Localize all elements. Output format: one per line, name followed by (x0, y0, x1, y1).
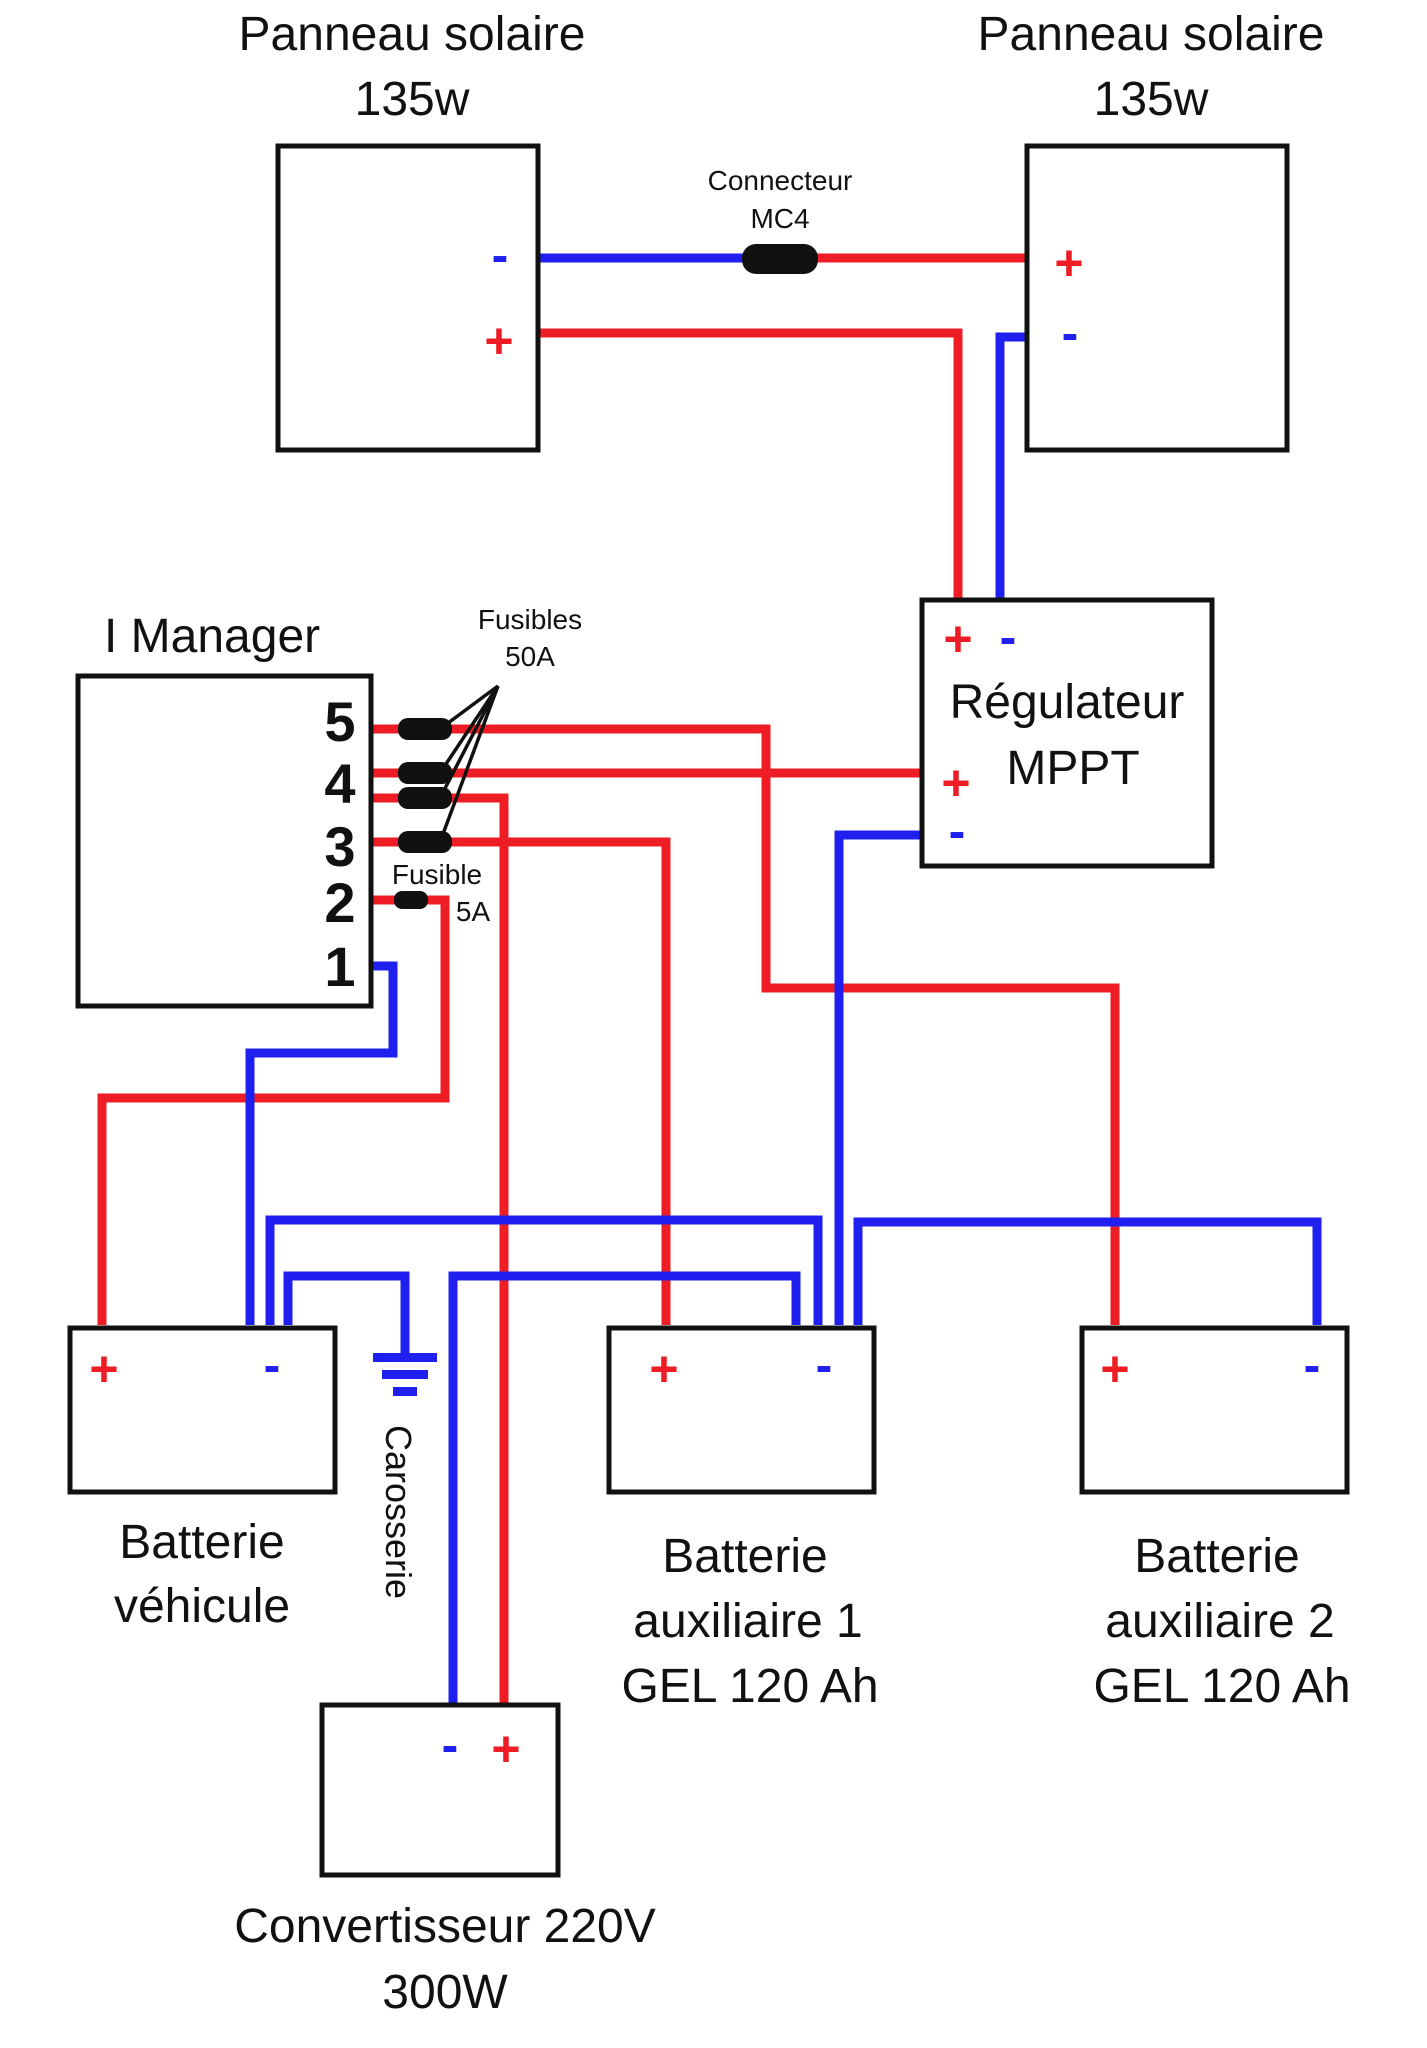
fuse-50a-icon (398, 718, 452, 740)
wire-aux1-negative-to-aux2-negative (853, 1217, 1322, 1325)
i-manager-terminal-1: 1 (324, 935, 355, 998)
regulator-title-line2: MPPT (1006, 742, 1139, 795)
mc4-connector-label-line2: MC4 (750, 203, 809, 234)
battery-vehicle-positive-terminal: + (89, 1341, 118, 1397)
fuse-50a-icon (398, 762, 452, 784)
regulator-output-negative-terminal: - (949, 803, 966, 859)
converter-220v: - + Convertisseur 220V 300W (234, 1702, 656, 2019)
i-manager: I Manager 5 4 3 2 1 (75, 610, 374, 1009)
wire-panel-left-positive-to-regulator (538, 328, 963, 600)
solar-panel-right-power: 135w (1094, 73, 1209, 126)
ground-symbol-icon (373, 1353, 437, 1396)
converter-positive-terminal: + (491, 1721, 520, 1777)
fuse-50a-icon (398, 787, 452, 809)
solar-panel-left-positive-terminal: + (484, 313, 513, 369)
fuses-50a-label-line1: Fusibles (478, 604, 582, 635)
regulator-title-line1: Régulateur (950, 676, 1185, 729)
wire-imanager-1-to-vehicle-battery-negative (245, 961, 398, 1325)
converter-negative-terminal: - (442, 1717, 459, 1773)
battery-aux-1-positive-terminal: + (649, 1341, 678, 1397)
battery-aux-1-label-line3: GEL 120 Ah (621, 1660, 878, 1713)
fuses-50a-label-line2: 50A (505, 641, 555, 672)
fuse-leader-lines (438, 684, 500, 843)
battery-aux-2: + - Batterie auxiliaire 2 GEL 120 Ah (1079, 1325, 1351, 1713)
wire-vehicle-negative-to-ground (283, 1271, 410, 1353)
solar-panel-right-title: Panneau solaire (978, 8, 1325, 61)
battery-vehicle-label-line2: véhicule (114, 1580, 290, 1633)
battery-aux-2-label-line1: Batterie (1134, 1530, 1299, 1583)
battery-vehicle-negative-terminal: - (264, 1337, 281, 1393)
regulator-input-positive-terminal: + (943, 611, 972, 667)
wire-panel-right-negative-to-regulator (995, 332, 1025, 600)
fuse-50a-icon (398, 831, 452, 853)
mppt-regulator: + - Régulateur MPPT + - (919, 597, 1215, 869)
battery-vehicle-label-line1: Batterie (119, 1516, 284, 1569)
i-manager-terminal-4: 4 (324, 752, 355, 815)
battery-aux-1-label-line2: auxiliaire 1 (633, 1595, 862, 1648)
solar-panel-left-title: Panneau solaire (239, 8, 586, 61)
wire-aux1-negative-to-converter-negative (448, 1271, 801, 1705)
regulator-input-negative-terminal: - (1000, 609, 1017, 665)
ground-label: Carosserie (378, 1425, 419, 1599)
i-manager-terminal-2: 2 (324, 871, 355, 934)
solar-panel-right: Panneau solaire 135w + - (978, 8, 1325, 453)
fuse-5a-label-line1: Fusible (392, 859, 482, 890)
wire-imanager-5-to-aux2-positive (373, 724, 1120, 1325)
mc4-connector-icon (742, 244, 818, 274)
i-manager-title: I Manager (104, 610, 320, 663)
battery-aux-2-label-line3: GEL 120 Ah (1093, 1660, 1350, 1713)
solar-panel-left-negative-terminal: - (492, 227, 509, 283)
battery-vehicle: + - Batterie véhicule (67, 1325, 338, 1633)
converter-label-line2: 300W (382, 1966, 508, 2019)
converter-label-line1: Convertisseur 220V (234, 1900, 656, 1953)
fuse-5a-label-line2: 5A (456, 896, 491, 927)
battery-aux-1: + - Batterie auxiliaire 1 GEL 120 Ah (606, 1325, 879, 1713)
wire-imanager-3-to-aux1-positive (373, 837, 671, 1325)
battery-aux-2-label-line2: auxiliaire 2 (1105, 1595, 1334, 1648)
wire-vehicle-negative-to-aux1-negative (265, 1215, 823, 1325)
wire-regulator-negative-to-aux1 (834, 830, 922, 1325)
solar-panel-right-negative-terminal: - (1062, 305, 1079, 361)
solar-panel-right-positive-terminal: + (1054, 235, 1083, 291)
battery-aux-2-positive-terminal: + (1100, 1341, 1129, 1397)
fuse-5a-icon (394, 891, 428, 909)
solar-panel-left-power: 135w (355, 73, 470, 126)
battery-aux-1-label-line1: Batterie (662, 1530, 827, 1583)
mc4-connector-label-line1: Connecteur (708, 165, 853, 196)
battery-aux-2-negative-terminal: - (1304, 1337, 1321, 1393)
battery-aux-1-negative-terminal: - (816, 1337, 833, 1393)
regulator-output-positive-terminal: + (941, 755, 970, 811)
i-manager-terminal-5: 5 (324, 690, 355, 753)
i-manager-terminal-3: 3 (324, 815, 355, 878)
solar-panel-left: Panneau solaire 135w - + (239, 8, 586, 453)
